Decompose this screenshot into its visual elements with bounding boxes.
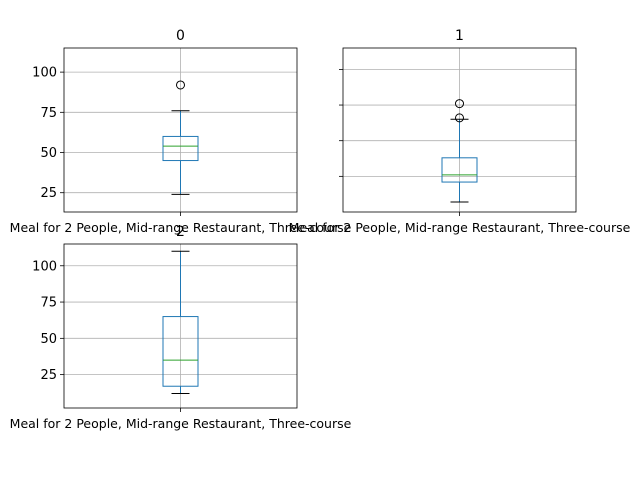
ytick-label: 25 [40, 186, 57, 201]
ytick-label: 75 [40, 106, 57, 121]
ytick-label: 25 [40, 368, 57, 383]
iqr-box [162, 135, 199, 162]
axes-frame [63, 47, 298, 213]
ytick-label: 75 [40, 296, 57, 311]
iqr-box [441, 157, 478, 183]
xtick-label: Meal for 2 People, Mid-range Restaurant,… [289, 220, 631, 235]
ytick-label: 50 [40, 146, 57, 161]
ytick-label: 50 [40, 332, 57, 347]
xtick-label: Meal for 2 People, Mid-range Restaurant,… [10, 220, 352, 235]
subplot-title: 2 [176, 224, 185, 240]
axes-frame [63, 243, 298, 409]
outlier-point-0 [176, 80, 185, 90]
ytick-label: 100 [32, 259, 57, 274]
subplot-title: 0 [176, 28, 185, 44]
axes-frame [342, 47, 577, 213]
subplot-title: 1 [455, 28, 464, 44]
outlier-point-1 [455, 99, 464, 109]
xtick-label: Meal for 2 People, Mid-range Restaurant,… [10, 416, 352, 431]
iqr-box [162, 316, 199, 387]
outlier-point-0 [455, 113, 464, 123]
ytick-label: 100 [32, 66, 57, 81]
